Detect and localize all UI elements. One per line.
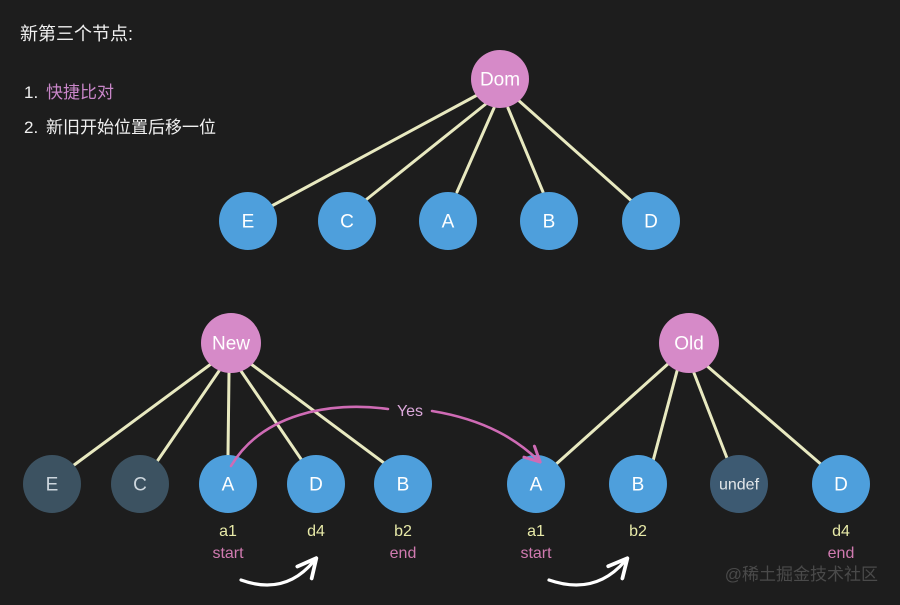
old-root-label: Old (674, 334, 704, 355)
edge-dom-a (455, 106, 496, 194)
dom-child-b-circle[interactable] (520, 192, 578, 250)
dom-child-e-label: E (242, 212, 255, 233)
dom-child-c-circle[interactable] (318, 192, 376, 250)
edge-new-b (249, 362, 390, 468)
new-child-node-d[interactable]: D d4 (287, 455, 345, 540)
new-child-a-circle[interactable] (199, 455, 257, 513)
dom-child-a-label: A (442, 212, 455, 233)
new-tree-edges (68, 362, 390, 470)
new-tree: New E C A a1 start D d4 B b2 end (23, 313, 432, 587)
match-arrow-right-segment (430, 409, 542, 464)
new-child-b-label: B (397, 475, 410, 496)
dom-child-a-circle[interactable] (419, 192, 477, 250)
new-child-d-label: D (309, 475, 323, 496)
old-child-a-circle[interactable] (507, 455, 565, 513)
new-child-node-a[interactable]: A a1 start (199, 455, 257, 562)
new-child-e-label: E (46, 475, 59, 496)
edge-old-undef (692, 371, 729, 460)
new-child-b-key: b2 (394, 523, 412, 540)
dom-child-node-a[interactable]: A (419, 192, 477, 250)
new-child-e-circle[interactable] (23, 455, 81, 513)
edge-new-a (226, 371, 231, 457)
old-child-node-b[interactable]: B b2 (609, 455, 667, 540)
new-child-node-b[interactable]: B b2 end (374, 455, 432, 562)
edge-old-d (705, 364, 825, 468)
new-child-d-circle[interactable] (287, 455, 345, 513)
old-child-b-circle[interactable] (609, 455, 667, 513)
match-arrow-left-segment (229, 405, 390, 468)
old-tree-edges (552, 361, 825, 468)
dom-root-node[interactable]: Dom (471, 50, 529, 108)
new-child-b-circle[interactable] (374, 455, 432, 513)
dom-child-node-d[interactable]: D (622, 192, 680, 250)
dom-child-c-label: C (340, 212, 354, 233)
edge-new-e (68, 362, 213, 470)
page-title: 新第三个节点: (20, 24, 133, 44)
old-child-node-a[interactable]: A a1 start (507, 455, 565, 562)
old-child-d-pos: end (828, 545, 855, 562)
old-start-shift-arrow (547, 556, 630, 587)
new-child-a-key: a1 (219, 523, 237, 540)
new-child-d-key: d4 (307, 523, 325, 540)
old-child-b-label: B (632, 475, 645, 496)
step-item-2: 2. 新旧开始位置后移一位 (24, 118, 216, 137)
dom-child-node-b[interactable]: B (520, 192, 578, 250)
step-2-number: 2. (24, 118, 38, 137)
old-child-d-circle[interactable] (812, 455, 870, 513)
edge-dom-d (515, 97, 637, 206)
new-child-node-e[interactable]: E (23, 455, 81, 513)
edge-new-d (239, 369, 305, 464)
header-block: 新第三个节点: 1. 快捷比对 2. 新旧开始位置后移一位 (20, 24, 216, 137)
new-root-label: New (212, 334, 250, 355)
watermark-text: @稀土掘金技术社区 (725, 565, 878, 584)
old-tree: Old A a1 start B b2 undef D d4 end (507, 313, 870, 587)
dom-tree: Dom E C A B D (219, 50, 680, 250)
new-child-c-circle[interactable] (111, 455, 169, 513)
old-root-node[interactable]: Old (659, 313, 719, 373)
new-root-node[interactable]: New (201, 313, 261, 373)
old-child-d-label: D (834, 475, 848, 496)
step-item-1: 1. 快捷比对 (24, 83, 114, 102)
dom-child-node-e[interactable]: E (219, 192, 277, 250)
old-child-a-key: a1 (527, 523, 545, 540)
edge-new-c (154, 369, 221, 465)
dom-root-circle[interactable] (471, 50, 529, 108)
new-child-node-c[interactable]: C (111, 455, 169, 513)
new-start-shift-arrow (239, 556, 319, 587)
edge-dom-c (360, 101, 489, 205)
new-child-c-label: C (133, 475, 147, 496)
new-child-a-label: A (222, 475, 235, 496)
old-child-node-d[interactable]: D d4 end (812, 455, 870, 562)
dom-tree-edges (264, 91, 637, 211)
dom-child-node-c[interactable]: C (318, 192, 376, 250)
step-1-label: 快捷比对 (46, 83, 114, 102)
new-root-circle[interactable] (201, 313, 261, 373)
step-2-label: 新旧开始位置后移一位 (46, 118, 216, 137)
old-child-d-key: d4 (832, 523, 850, 540)
dom-child-d-circle[interactable] (622, 192, 680, 250)
old-child-a-label: A (530, 475, 543, 496)
match-arrow-label: Yes (397, 403, 423, 420)
edge-old-a (552, 361, 671, 468)
match-arrow-group: Yes (229, 403, 542, 468)
edge-dom-b (506, 106, 545, 194)
old-child-a-pos: start (520, 545, 552, 562)
edge-old-b (651, 369, 679, 463)
old-child-b-key: b2 (629, 523, 647, 540)
new-child-a-pos: start (212, 545, 244, 562)
edge-dom-e (264, 91, 483, 211)
new-child-b-pos: end (390, 545, 417, 562)
dom-child-b-label: B (543, 212, 556, 233)
dom-child-e-circle[interactable] (219, 192, 277, 250)
dom-child-d-label: D (644, 212, 658, 233)
old-child-undef-circle[interactable] (710, 455, 768, 513)
old-child-undef-label: undef (719, 477, 760, 494)
old-child-node-undef[interactable]: undef (710, 455, 768, 513)
old-root-circle[interactable] (659, 313, 719, 373)
dom-root-label: Dom (480, 70, 520, 91)
step-1-number: 1. (24, 83, 38, 102)
